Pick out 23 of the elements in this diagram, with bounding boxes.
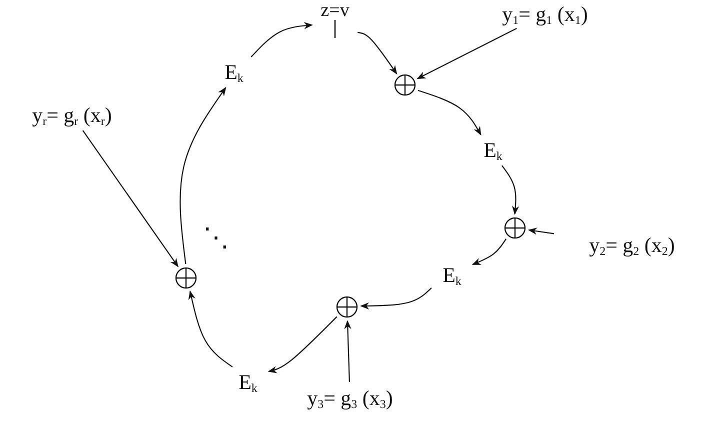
equation-label: y$_{2}$= g$_{2}$ (x$_{2}$) [588,232,676,260]
operator-label: E$_{k}$ [442,262,462,290]
arrow [416,28,517,80]
arrow [188,290,233,368]
equation-label: y$_{r}$= g$_{r}$ (x$_{r}$) [31,102,113,130]
arrow [528,228,554,235]
equation-label: y$_{1}$= g$_{1}$ (x$_{1}$) [501,1,589,29]
equation-label: y$_{3}$= g$_{3}$ (x$_{3}$) [306,385,394,413]
equation-label: z=v [320,1,350,20]
arrow [502,165,520,215]
arrow [360,287,432,310]
arrow [268,316,338,374]
arrow [250,22,313,58]
operator-label: E$_{k}$ [482,137,504,165]
arrow [418,90,482,136]
operator-label: E$_{k}$ [238,369,258,397]
arrow [472,238,507,266]
arrow [344,320,352,382]
arrow [358,32,398,74]
arrow [82,130,178,268]
arrow [180,86,226,264]
ellipsis: ⋱ [203,222,229,253]
operator-label: E$_{k}$ [224,59,244,87]
